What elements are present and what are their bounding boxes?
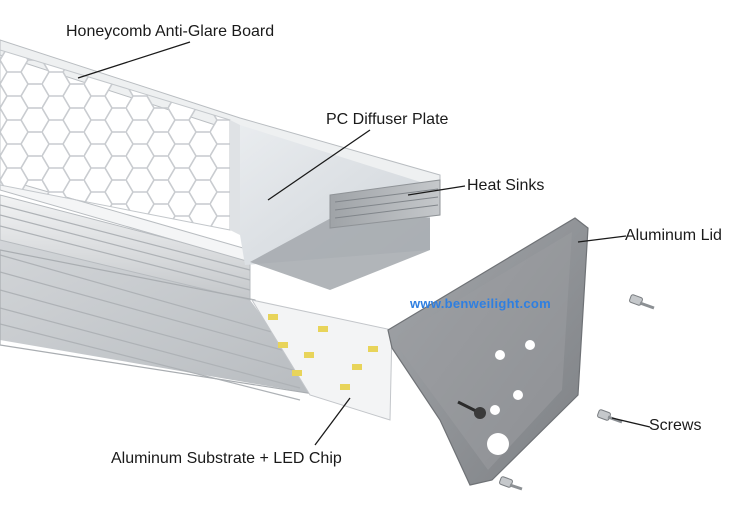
substrate-label: Aluminum Substrate + LED Chip xyxy=(111,450,342,467)
aluminum-substrate-led-board xyxy=(250,299,393,421)
leader-lines xyxy=(77,41,651,446)
leader-honeycomb xyxy=(77,41,191,79)
leader-substrate xyxy=(314,397,351,446)
lid-hole xyxy=(513,390,523,400)
heat-sinks-label: Heat Sinks xyxy=(467,177,545,194)
housing-bottom-face xyxy=(0,240,320,395)
leader-screws xyxy=(611,417,651,428)
diffuser-label: PC Diffuser Plate xyxy=(326,111,449,128)
aluminum-lid xyxy=(387,217,589,486)
housing-fins xyxy=(0,204,301,401)
lid-hole xyxy=(525,340,535,350)
screw-icon xyxy=(629,294,655,310)
lid-screw xyxy=(457,400,486,419)
heat-sink-fins xyxy=(334,188,439,219)
honeycomb-edge xyxy=(230,120,240,235)
screws-label: Screws xyxy=(649,417,702,434)
lid-hole xyxy=(490,405,500,415)
leader-lid xyxy=(577,235,627,243)
honeycomb-label: Honeycomb Anti-Glare Board xyxy=(66,23,275,40)
screw-icon xyxy=(597,409,623,424)
watermark-url[interactable]: www.benweilight.com xyxy=(410,296,552,311)
leader-heat-sinks xyxy=(407,185,466,196)
fixture-body xyxy=(0,39,441,421)
screw-icon xyxy=(499,476,523,491)
leader-diffuser xyxy=(267,129,371,201)
aluminum-lid-label: Aluminum Lid xyxy=(625,227,722,244)
led-chips xyxy=(268,314,378,390)
lid-hole xyxy=(495,350,505,360)
pc-diffuser-shading xyxy=(250,205,430,290)
lid-cable-hole xyxy=(487,433,509,455)
